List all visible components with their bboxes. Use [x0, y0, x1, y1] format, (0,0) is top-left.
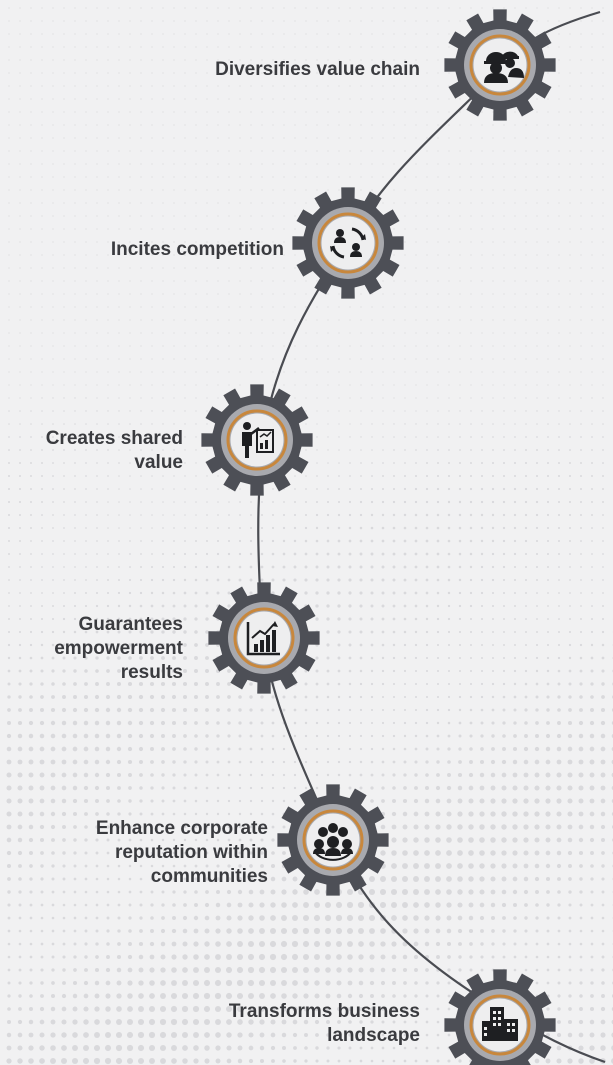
step-label-line: Enhance corporate: [95, 818, 268, 839]
step-label-1: Diversifies value chain: [120, 58, 420, 82]
step-label-line: empowerment: [54, 638, 183, 659]
timeline-curve: [257, 10, 606, 1064]
gear-node-4: [208, 582, 320, 694]
accent-ring: [226, 409, 288, 471]
step-label-line: reputation within: [114, 842, 268, 863]
step-label-6: Transforms business landscape: [100, 1000, 420, 1048]
office-buildings-icon: [482, 1007, 518, 1041]
presenter-chart-icon: [242, 422, 274, 458]
step-label-line: landscape: [327, 1025, 420, 1046]
step-label-2: Incites competition: [20, 238, 284, 262]
growth-chart-icon: [246, 621, 280, 656]
step-label-line: Creates shared: [45, 428, 183, 449]
step-label-line: communities: [150, 866, 268, 887]
gear-node-5: [277, 784, 389, 896]
gear-node-2: [292, 187, 404, 299]
step-label-line: Guarantees: [78, 614, 183, 635]
gear-node-6: [444, 969, 556, 1065]
step-label-line: Transforms business: [228, 1001, 420, 1022]
accent-ring: [469, 994, 531, 1056]
icon-disc: [321, 216, 375, 270]
step-label-4: Guarantees empowerment results: [0, 613, 183, 685]
accent-ring: [317, 212, 379, 274]
people-cycle-icon: [330, 227, 366, 259]
step-label-5: Enhance corporate reputation within comm…: [20, 817, 268, 889]
accent-ring: [233, 607, 295, 669]
step-label-line: results: [120, 662, 183, 683]
gear-node-1: [444, 9, 556, 121]
gear-node-3: [201, 384, 313, 496]
community-group-icon: [313, 823, 353, 861]
icon-disc: [237, 611, 291, 665]
step-label-line: Diversifies value chain: [215, 59, 420, 80]
accent-ring: [302, 809, 364, 871]
accent-ring: [469, 34, 531, 96]
step-label-line: value: [134, 452, 183, 473]
step-label-3: Creates shared value: [0, 427, 183, 475]
step-label-line: Incites competition: [110, 239, 284, 260]
workers-hardhat-icon: [484, 51, 524, 83]
